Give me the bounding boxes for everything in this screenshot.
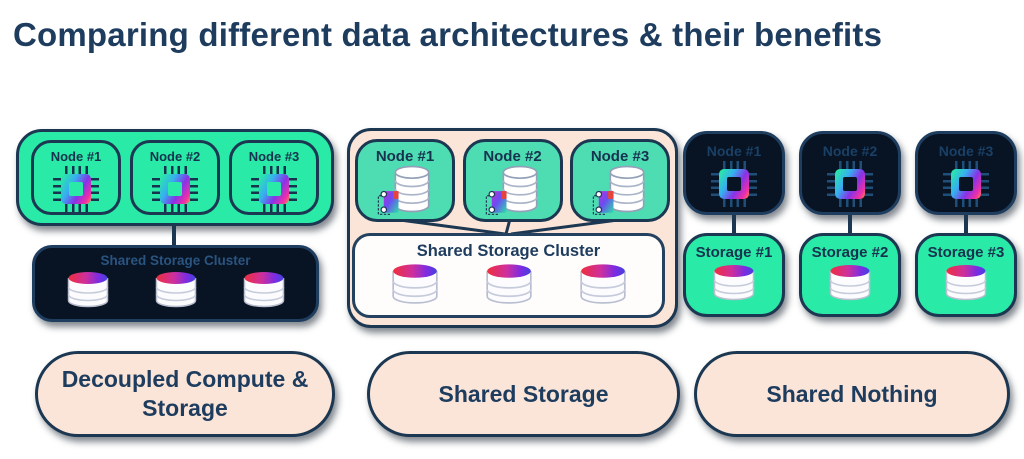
storage-label: Storage #2 [811, 244, 889, 261]
database-cylinder-icon [829, 265, 871, 301]
storage-label: Storage #1 [695, 244, 773, 261]
cpu-chip-icon [943, 161, 989, 207]
database-with-compute-icon [374, 165, 436, 216]
cpu-chip-icon [152, 166, 198, 212]
shared-nothing-node-3: Node #3 [915, 131, 1017, 215]
node-label: Node #1 [375, 148, 435, 165]
connector-line [848, 215, 852, 233]
pill-text: Decoupled Compute & Storage [61, 366, 309, 421]
compute-card-icon [485, 190, 507, 215]
cluster-label: Shared Storage Cluster [416, 242, 601, 260]
pill-text: Shared Nothing [766, 380, 938, 407]
shared-nothing-node-1: Node #1 [683, 131, 785, 215]
connector-line [964, 215, 968, 233]
cluster-label: Shared Storage Cluster [100, 253, 251, 268]
database-cylinder-icon [579, 264, 626, 304]
shared-storage-nodes-row: Node #1 [355, 139, 670, 222]
shared-storage-node-3: Node #3 [570, 139, 670, 222]
connector-line [172, 226, 176, 246]
shared-nothing-storage-1: Storage #1 [683, 233, 785, 317]
connector-line [732, 215, 736, 233]
shared-nothing-node-2: Node #2 [799, 131, 901, 215]
node-label: Node #2 [483, 148, 542, 165]
database-cylinder-icon [67, 272, 108, 308]
database-cylinder-icon [391, 264, 438, 304]
decoupled-compute-cluster-box: Node #1 Node #2 Node #3 [16, 129, 334, 226]
pill-text: Shared Storage [438, 380, 609, 407]
database-cylinder-icon [155, 272, 196, 308]
cylinder-row [355, 261, 662, 308]
database-cylinder-icon [609, 165, 645, 213]
node-label: Node #3 [938, 143, 994, 159]
node-label: Node #3 [248, 149, 300, 164]
decoupled-node-2: Node #2 [130, 140, 220, 215]
page-title: Comparing different data architectures &… [13, 16, 883, 53]
node-label: Node #1 [706, 143, 762, 159]
node-label: Node #2 [822, 143, 878, 159]
database-cylinder-icon [945, 265, 987, 301]
shared-storage-node-1: Node #1 [355, 139, 455, 222]
cpu-chip-icon [53, 166, 99, 212]
cpu-chip-icon [711, 161, 757, 207]
database-with-compute-icon [482, 165, 544, 216]
decoupled-shared-storage-cluster-box: Shared Storage Cluster [32, 245, 319, 322]
shared-nothing-storage-2: Storage #2 [799, 233, 901, 317]
compute-card-icon [377, 190, 399, 215]
shared-storage-cluster-box: Shared Storage Cluster [352, 233, 665, 318]
database-with-compute-icon [589, 165, 651, 216]
label-pill-decoupled: Decoupled Compute & Storage [35, 351, 335, 437]
storage-label: Storage #3 [927, 244, 1005, 261]
label-pill-shared-storage: Shared Storage [367, 351, 680, 437]
database-cylinder-icon [394, 165, 430, 213]
decoupled-node-1: Node #1 [31, 140, 121, 215]
shared-nothing-storage-3: Storage #3 [915, 233, 1017, 317]
database-cylinder-icon [713, 265, 755, 301]
cpu-chip-icon [827, 161, 873, 207]
shared-storage-node-2: Node #2 [462, 139, 563, 222]
connector-lines [399, 219, 619, 235]
cylinder-row [35, 269, 316, 311]
node-label: Node #3 [590, 148, 650, 165]
database-cylinder-icon [243, 272, 284, 308]
node-label: Node #1 [50, 149, 102, 164]
compute-card-icon [592, 190, 614, 215]
node-label: Node #2 [149, 149, 201, 164]
label-pill-shared-nothing: Shared Nothing [694, 351, 1010, 437]
cpu-chip-icon [251, 166, 297, 212]
decoupled-node-3: Node #3 [229, 140, 319, 215]
database-cylinder-icon [485, 264, 532, 304]
